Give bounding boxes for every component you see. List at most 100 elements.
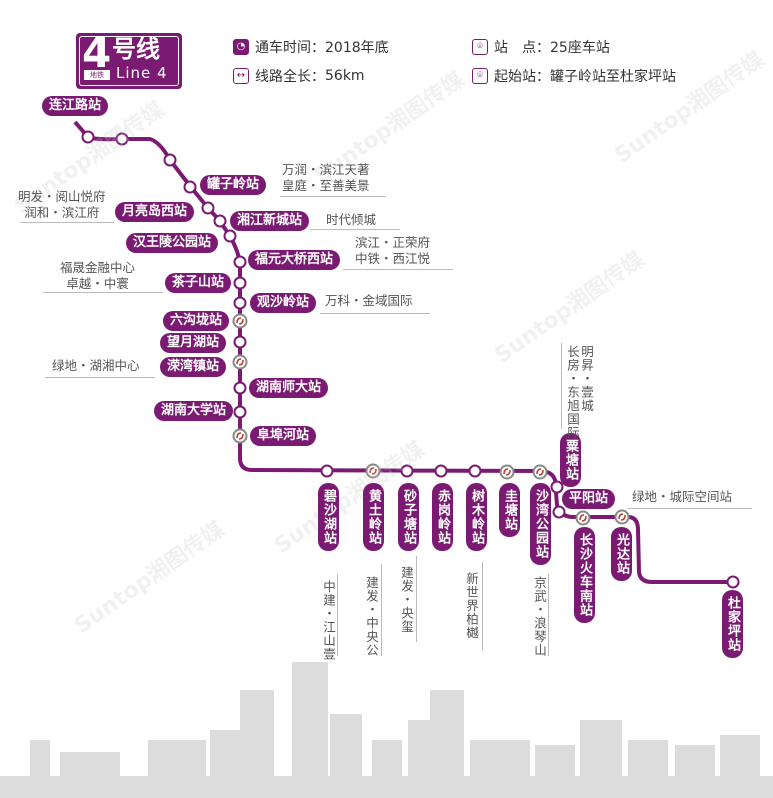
note-divider — [381, 564, 382, 656]
station-label[interactable]: 望月湖站 — [160, 333, 227, 353]
station-dot[interactable] — [552, 505, 566, 519]
logo-number: 4 — [82, 28, 112, 77]
station-label[interactable]: 阜埠河站 — [250, 426, 317, 446]
station-label[interactable]: 黄土岭站 — [363, 483, 384, 551]
transfer-station-icon[interactable] — [499, 464, 515, 480]
route-path — [73, 120, 733, 584]
note-divider — [310, 229, 400, 230]
transfer-station-icon[interactable] — [232, 354, 248, 370]
property-note: 京武・浪琴山 — [532, 576, 547, 657]
station-label[interactable]: 汉王陵公园站 — [126, 233, 219, 253]
station-label[interactable]: 碧沙湖站 — [318, 483, 339, 551]
note-divider — [561, 343, 562, 429]
location-pin-icon: ⌾ — [472, 39, 488, 55]
station-label[interactable]: 砂子塘站 — [398, 483, 419, 551]
station-dot[interactable] — [400, 464, 414, 478]
note-divider — [416, 556, 417, 642]
skyline-illustration — [0, 662, 773, 798]
note-divider — [482, 562, 483, 650]
station-label[interactable]: 沙湾公园站 — [530, 483, 551, 565]
property-note: 明昇・壹城 — [579, 345, 594, 413]
length-info: ↔ 线路全长：56km — [233, 66, 365, 86]
note-divider — [320, 313, 430, 314]
station-dot[interactable] — [550, 480, 564, 494]
station-label[interactable]: 粟塘站 — [560, 433, 581, 487]
length-value: 56km — [325, 68, 365, 84]
note-divider — [337, 574, 338, 656]
property-note: 时代倾城 — [326, 212, 377, 227]
station-dot[interactable] — [201, 201, 215, 215]
property-note: 绿地・湖湘中心 — [52, 358, 140, 373]
clock-icon: ◔ — [233, 39, 249, 55]
property-note: 中建・江山壹 — [321, 580, 336, 661]
note-divider — [43, 292, 163, 293]
station-dot[interactable] — [223, 229, 237, 243]
transfer-station-icon[interactable] — [614, 509, 630, 525]
note-divider — [343, 269, 453, 270]
station-label[interactable]: 月亮岛西站 — [115, 202, 195, 222]
note-divider — [548, 574, 549, 656]
transfer-arrows-icon — [369, 467, 377, 475]
station-label[interactable]: 罐子岭站 — [200, 175, 267, 195]
transfer-station-icon[interactable] — [532, 464, 548, 480]
location-pin-icon: ⌾ — [472, 68, 488, 84]
station-dot[interactable] — [468, 464, 482, 478]
transfer-station-icon[interactable] — [365, 463, 381, 479]
station-dot[interactable] — [213, 214, 227, 228]
station-label[interactable]: 圭塘站 — [499, 483, 520, 537]
station-label[interactable]: 湖南师大站 — [249, 378, 329, 398]
line-4-logo: 4 号线 地铁 Line 4 — [76, 28, 182, 89]
logo-en: Line 4 — [116, 64, 168, 82]
station-dot[interactable] — [434, 464, 448, 478]
station-label[interactable]: 平阳站 — [562, 489, 616, 509]
station-dot[interactable] — [233, 255, 247, 269]
length-label: 线路全长： — [255, 69, 325, 85]
terminals-info: ⌾ 起始站：罐子岭站至杜家坪站 — [472, 66, 676, 86]
station-dot[interactable] — [233, 381, 247, 395]
station-dot[interactable] — [81, 130, 95, 144]
stations-value: 25座车站 — [550, 40, 610, 56]
station-label[interactable]: 六沟垅站 — [163, 311, 230, 331]
terminals-value: 罐子岭站至杜家坪站 — [550, 69, 676, 85]
station-label[interactable]: 连江路站 — [42, 96, 109, 116]
stations-label: 站 点： — [494, 40, 550, 56]
station-label[interactable]: 福元大桥西站 — [248, 250, 341, 270]
property-note: 万科・金域国际 — [325, 293, 413, 308]
station-label[interactable]: 溁湾镇站 — [160, 357, 227, 377]
note-divider — [20, 222, 114, 223]
property-note: 建发・央玺 — [399, 566, 414, 634]
station-label[interactable]: 观沙岭站 — [250, 293, 317, 313]
station-dot[interactable] — [183, 180, 197, 194]
station-label[interactable]: 赤岗岭站 — [432, 483, 453, 551]
station-dot[interactable] — [320, 464, 334, 478]
station-dot[interactable] — [163, 153, 177, 167]
transfer-station-icon[interactable] — [232, 428, 248, 444]
station-label[interactable]: 杜家坪站 — [722, 590, 743, 658]
station-label[interactable]: 树木岭站 — [466, 483, 487, 551]
logo-cn: 号线 — [112, 35, 160, 63]
property-note: 绿地・城际空间站 — [632, 489, 733, 504]
station-dot[interactable] — [233, 296, 247, 310]
station-label[interactable]: 湘江新城站 — [230, 211, 310, 231]
station-dot[interactable] — [115, 132, 129, 146]
station-label[interactable]: 茶子山站 — [165, 273, 232, 293]
station-label[interactable]: 湖南大学站 — [154, 401, 234, 421]
note-divider — [280, 196, 386, 197]
station-dot[interactable] — [233, 276, 247, 290]
transfer-arrows-icon — [579, 514, 587, 522]
station-dot[interactable] — [726, 575, 740, 589]
transfer-arrows-icon — [236, 317, 244, 325]
property-note: 滨江・正荣府中铁・西江悦 — [355, 235, 431, 266]
open-time-label: 通车时间： — [255, 40, 325, 56]
station-dot[interactable] — [233, 335, 247, 349]
station-dot[interactable] — [233, 405, 247, 419]
transfer-station-icon[interactable] — [232, 313, 248, 329]
logo-tag: 地铁 — [84, 70, 110, 80]
station-label[interactable]: 光达站 — [611, 527, 632, 581]
note-divider — [628, 508, 752, 509]
transfer-arrows-icon — [236, 432, 244, 440]
station-label[interactable]: 长沙火车南站 — [574, 527, 595, 623]
property-note: 建发・中央公 — [364, 576, 379, 657]
transfer-station-icon[interactable] — [575, 510, 591, 526]
terminals-label: 起始站： — [494, 69, 550, 85]
